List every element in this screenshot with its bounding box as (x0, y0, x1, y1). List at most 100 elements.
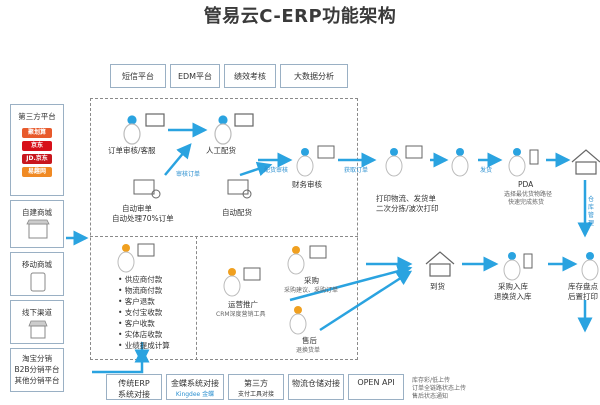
legacy-erp-l1: 传统ERP (118, 379, 150, 388)
kingdee-l1: 金蝶系统对接 (171, 379, 219, 388)
mobile-mall-panel: 移动商城 (10, 252, 64, 296)
bigdata-label: 大数据分析 (294, 72, 334, 81)
warehouse-vertical-tag: 仓库管理 (587, 196, 594, 227)
taobao-panel: 淘宝分销 B2B分销平台 其他分销平台 (10, 348, 64, 392)
jd-alt-logo: JD.京东 (22, 154, 52, 164)
self-mall-panel: 自建商城 (10, 200, 64, 248)
operations-desc: CRM深度营销工具 (216, 311, 266, 318)
auto-order-label-2: 自动处理70%订单 (112, 214, 174, 223)
finance-item-2: • 物流商付款 (118, 286, 163, 295)
logistics-l1: 物流仓储对接 (292, 379, 340, 388)
arrow-bottom-to-core (92, 347, 150, 374)
purchase-in-label-2: 退换货入库 (494, 292, 532, 301)
arrival-label: 到货 (430, 282, 445, 291)
bottom-right-l1: 库存彩/低上传 (412, 377, 451, 384)
person-icon-operations (223, 267, 261, 297)
core-process-divider (90, 236, 358, 237)
jd-logo: 京东 (22, 141, 52, 151)
finance-item-1: • 供应商付款 (118, 275, 163, 284)
inventory-label-1: 库存盘点 (568, 282, 598, 291)
arrow-operations-to-warehouse (289, 263, 413, 302)
aftersale-title: 售后 (302, 336, 317, 345)
print-label-2: 二次分拣/波次打印 (376, 204, 439, 213)
edm-platform-box: EDM平台 (170, 64, 220, 88)
inventory-label-2: 后置打印 (568, 292, 598, 301)
kingdee-box: 金蝶系统对接 Kingdee 金蝶 (166, 374, 224, 400)
third-party-pay-l1: 第三方 (244, 379, 268, 388)
warehouse-icon-top (571, 149, 600, 175)
pda-desc-2: 快速完成拣货 (508, 199, 545, 206)
mobile-icon (30, 272, 46, 292)
storefront-icon (26, 219, 50, 239)
person-icon-order (123, 113, 165, 145)
person-icon-purchase-in (503, 252, 533, 281)
person-icon-finance (296, 145, 335, 177)
edm-platform-label: EDM平台 (177, 72, 213, 81)
auto-order-label-1: 自动审单 (122, 204, 152, 213)
third-party-pay-l2: 支付工具对接 (237, 391, 274, 398)
third-party-pay-box: 第三方 支付工具对接 (228, 374, 284, 400)
kingdee-l2: Kingdee 金蝶 (175, 391, 215, 398)
monitor-icon-auto (133, 179, 161, 199)
person-icon-finance-list (117, 243, 155, 273)
operations-title: 运营推广 (228, 300, 258, 309)
person-icon-print (385, 145, 423, 177)
monitor-icon-auto-dispatch (227, 179, 252, 199)
legacy-erp-box: 传统ERP 系统对接 (106, 374, 162, 400)
person-icon-inventory (581, 252, 599, 281)
core-process-vdivider (196, 236, 197, 360)
offline-panel: 线下渠道 (10, 300, 64, 344)
open-api-l1: OPEN API (357, 378, 395, 387)
kpi-label: 绩效考核 (234, 72, 266, 81)
open-api-box: OPEN API (348, 374, 404, 400)
finance-item-3: • 客户退款 (118, 297, 155, 306)
self-mall-title: 自建商城 (22, 208, 52, 217)
legacy-erp-l2: 系统对接 (118, 390, 150, 399)
core-process-frame (90, 98, 358, 360)
third-party-panel: 第三方平台 聚划算 京东 JD.京东 易趣网 (10, 104, 64, 196)
finance-review-label: 财务审核 (292, 180, 322, 189)
dispatch-done-tag: 配货审核 (264, 167, 289, 174)
finance-item-7: • 业绩提成计算 (118, 341, 170, 350)
review-order-tag: 审核订单 (176, 171, 201, 178)
bottom-right-l3: 售后状态通知 (412, 393, 449, 400)
order-review-label: 订单审核/客服 (108, 146, 156, 155)
sms-platform-label: 短信平台 (122, 72, 154, 81)
arrow-auto-to-review (164, 143, 192, 176)
purchase-desc: 采购建议、采购订单 (284, 287, 339, 294)
bigdata-box: 大数据分析 (280, 64, 348, 88)
person-icon-purchase (287, 245, 327, 275)
person-icon-ship (451, 148, 469, 177)
purchase-in-label-1: 采购入库 (498, 282, 528, 291)
finance-item-5: • 客户收款 (118, 319, 155, 328)
taobao-line1: 淘宝分销 (22, 354, 52, 363)
arrow-auto-dispatch-up (239, 161, 273, 177)
aftersale-desc: 退换货单 (296, 347, 321, 354)
mobile-mall-title: 移动商城 (22, 260, 52, 269)
taobao-line3: 其他分销平台 (14, 376, 60, 385)
finance-item-4: • 支付宝收款 (118, 308, 163, 317)
eachnet-logo: 易趣网 (22, 167, 52, 177)
ship-tag: 发货 (480, 167, 493, 174)
offline-title: 线下渠道 (22, 308, 52, 317)
sms-platform-box: 短信平台 (110, 64, 166, 88)
bottom-right-l2: 订单全链路状态上传 (412, 385, 467, 392)
page-title: 管易云C-ERP功能架构 (203, 6, 397, 27)
print-label-1: 打印物流、发货单 (376, 194, 436, 203)
arrow-aftersale-to-warehouse (319, 270, 413, 332)
warehouse-icon-mid (425, 251, 455, 277)
person-icon-manual (214, 113, 254, 145)
purchase-title: 采购 (304, 276, 319, 285)
shop-icon (28, 320, 48, 339)
finance-item-6: • 实体店收款 (118, 330, 163, 339)
third-party-title: 第三方平台 (18, 112, 56, 121)
finance-list: • 供应商付款 • 物流商付款 • 客户退款 • 支付宝收款 • 客户收款 • … (118, 274, 170, 351)
person-icon-aftersale (289, 306, 307, 335)
pda-desc-1: 选择最优货物路径 (504, 191, 553, 198)
logistics-box: 物流仓储对接 (288, 374, 344, 400)
auto-dispatch-label: 自动配货 (222, 208, 252, 217)
get-order-tag: 获取订单 (344, 167, 369, 174)
manual-dispatch-label: 人工配货 (206, 146, 236, 155)
person-icon-pda (508, 148, 539, 177)
